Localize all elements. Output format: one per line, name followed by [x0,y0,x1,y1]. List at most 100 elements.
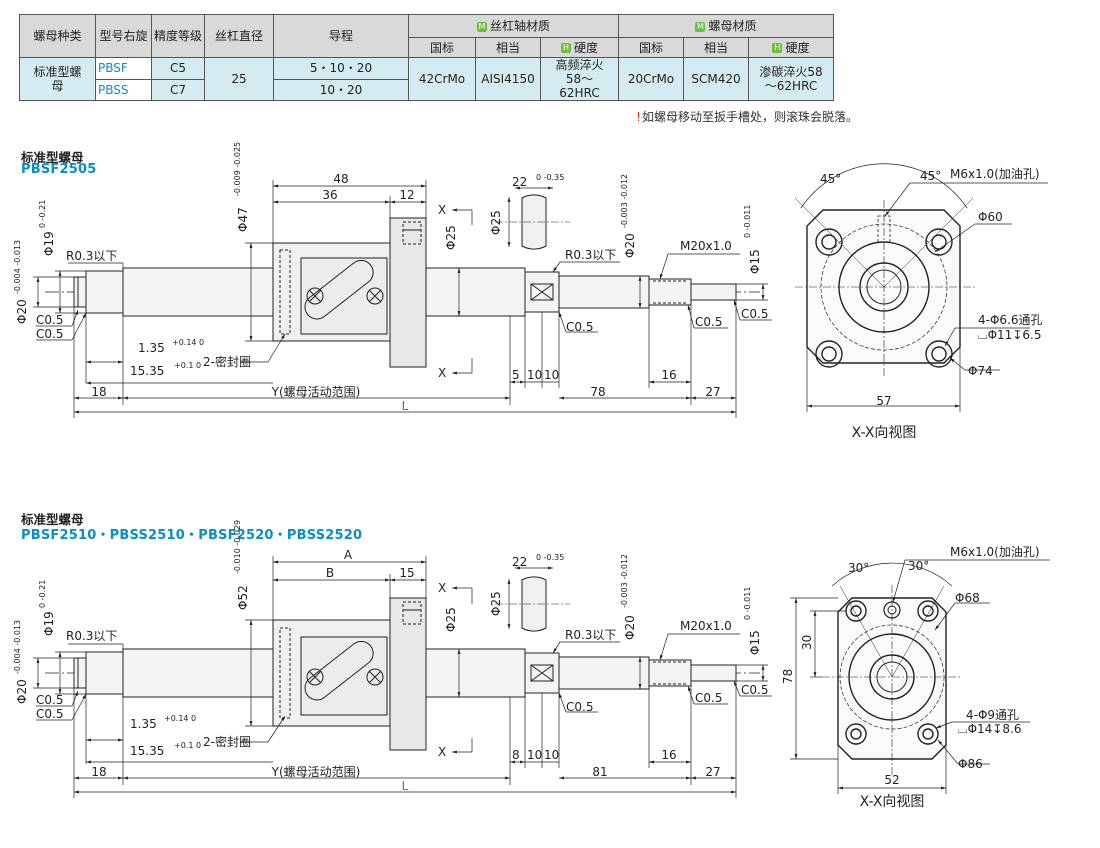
tol-1-35: +0.14 0 [164,714,196,723]
section1-models: PBSF2505 [21,162,97,177]
shaft-material-label: 丝杠轴材质 [489,19,550,33]
cell-lead-2: 10・20 [273,78,409,101]
tol-15-35: +0.1 0 [174,741,201,750]
pcd-label: Φ68 [955,591,980,605]
chamfer-label: C0.5 [36,313,63,327]
dim-15: 15 [399,566,414,580]
pcd-label: Φ60 [978,210,1003,224]
travel-label: Y(螺母活动范围) [271,385,361,399]
dim-d20: Φ20 [15,299,29,324]
chamfer-label: C0.5 [36,693,63,707]
dim-d25-section: Φ25 [489,591,503,616]
r03-left: R0.3以下 [66,629,117,643]
chamfer-label: C0.5 [741,683,768,697]
dim-d25-section: Φ25 [489,210,503,235]
section1-dimensions [33,180,772,418]
cell-shaft-standard: 42CrMo [408,57,476,101]
length-label: L [402,399,409,413]
half-30: 30 [800,635,814,650]
dim-d15: Φ15 [748,249,762,274]
length-label: L [402,779,409,793]
nut-material-label: 螺母材质 [708,19,757,33]
dim-d25: Φ25 [444,225,458,250]
section2-flat-section: 22 0 -0.35 Φ25 [489,553,570,632]
material-badge-icon: M [476,21,487,32]
flange-diameter-label: Φ74 [968,364,993,378]
oil-hole-label: M6x1.0(加油孔) [950,545,1040,559]
dim-15-35: 15.35 [130,364,164,378]
cell-model-pbss: PBSS [95,78,152,101]
dim-48: 48 [333,172,348,186]
tol-d20: -0.004 -0.013 [13,240,22,294]
tol-d19: 0 -0.21 [38,580,47,608]
dim-a: A [344,548,353,562]
mounting-hole-icon [845,600,939,745]
cell-shaft-equivalent: AISI4150 [475,57,541,101]
header-nut-equivalent: 相当 [683,37,749,58]
hardness-label: 硬度 [573,40,598,55]
section1-labels: 48 36 12 Φ47 -0.009 -0.025 Φ19 0 -0.21 R… [13,142,768,413]
r03-left: R0.3以下 [66,249,117,263]
left-journal [73,276,87,308]
dim-27: 27 [705,765,720,779]
width-57: 57 [876,394,891,408]
header-accuracy: 精度等级 [151,14,205,58]
view-label: X-X向视图 [860,794,925,810]
dim-16: 16 [661,748,676,762]
dim-d20b: Φ20 [623,233,637,258]
counterbore-label: ⌴Φ14↧8.6 [958,722,1021,736]
chamfer-label: C0.5 [566,320,593,334]
dim-5: 5 [512,368,520,382]
dim-36: 36 [322,188,337,202]
angle-label: 30° [848,561,869,575]
dim-15-35: 15.35 [130,744,164,758]
section2-end-view [790,559,1050,794]
section1-flat-section: 22 0 -0.35 Φ25 [489,173,570,250]
right-shaft [558,275,650,309]
travel-label: Y(螺母活动范围) [271,765,361,779]
section-x-top: X [438,581,446,595]
dim-d52: Φ52 [236,585,250,610]
dim-18: 18 [91,765,106,779]
section2-labels: A B 15 Φ52 -0.010 -0.029 Φ19 0 -0.21 R0.… [13,520,768,793]
section1-end-view [794,163,1048,412]
section2-dimensions [33,556,772,798]
holes-label: 4-Φ6.6通孔 [978,313,1043,327]
tol-d15: 0 -0.011 [743,587,752,620]
dim-27: 27 [705,385,720,399]
dim-d19: Φ19 [42,231,56,256]
height-78: 78 [781,669,795,684]
dim-d15: Φ15 [748,630,762,655]
flange-diameter-label: Φ86 [958,757,983,771]
dim-d20: Φ20 [15,679,29,704]
thread-m20 [648,278,692,306]
dim-10: 10 [544,368,559,382]
seal-label: 2-密封圈 [203,354,251,369]
dim-18: 18 [91,385,106,399]
tol-22: 0 -0.35 [536,553,564,562]
dim-78: 78 [590,385,605,399]
dim-8: 8 [512,748,520,762]
nut-flange [389,217,427,368]
holes-label: 4-Φ9通孔 [966,708,1019,722]
dim-10: 10 [527,748,542,762]
section2-side-view [45,597,760,751]
cell-accuracy-c5: C5 [151,57,205,80]
hardness-label: 硬度 [785,40,810,55]
dim-1-35: 1.35 [138,341,165,355]
chamfer-label: C0.5 [695,691,722,705]
tol-d52: -0.010 -0.029 [233,520,242,574]
section1-side-view [45,217,760,368]
chamfer-label: C0.5 [36,707,63,721]
counterbore-label: ⌴Φ11↧6.5 [978,328,1041,342]
tol-d19: 0 -0.21 [38,200,47,228]
section2-models: PBSF2510・PBSS2510・PBSF2520・PBSS2520 [21,528,363,543]
dim-d19: Φ19 [42,611,56,636]
tol-22: 0 -0.35 [536,173,564,182]
thread-label: M20x1.0 [680,239,732,253]
